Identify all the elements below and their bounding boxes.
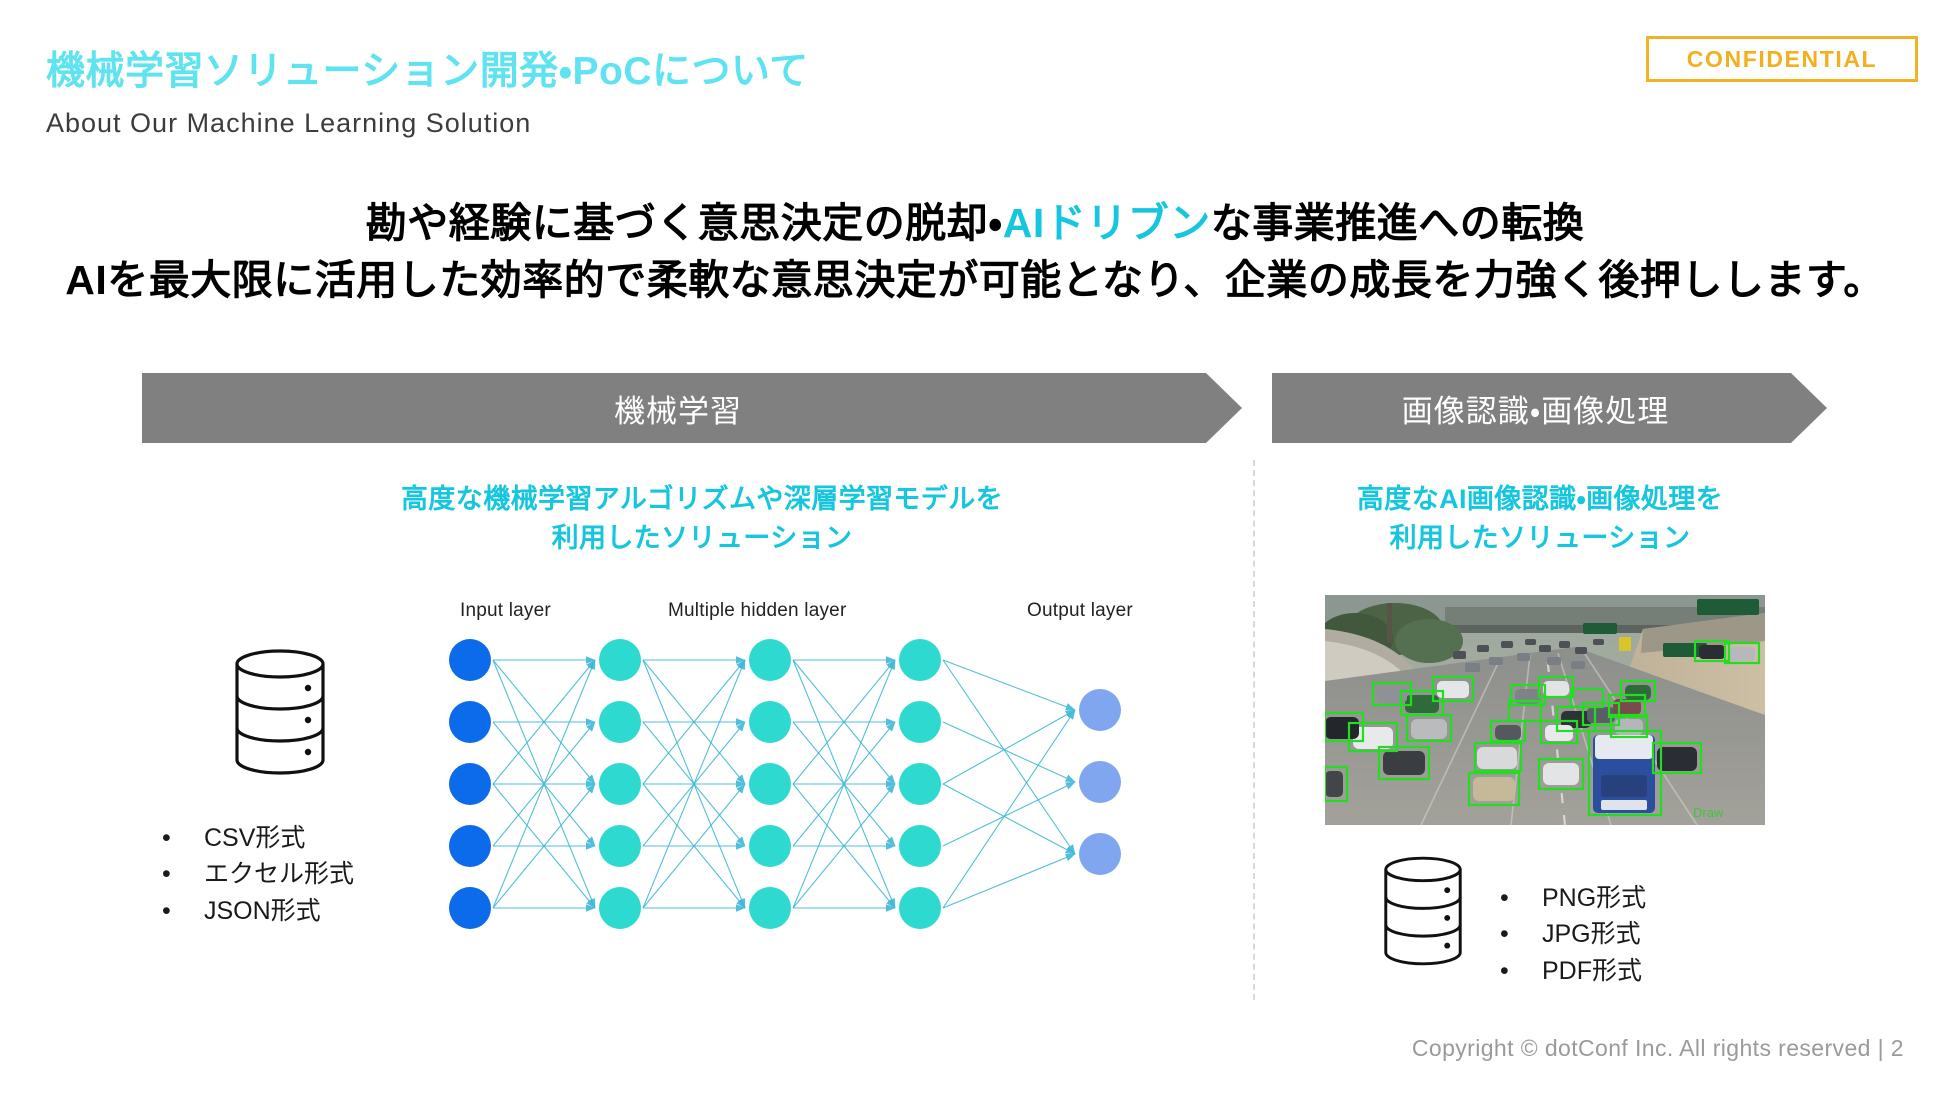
nn-node-hidden-2 <box>749 701 791 743</box>
nn-node-output <box>1079 761 1121 803</box>
nn-edge <box>942 783 1076 855</box>
list-item-label: CSV形式 <box>204 824 306 852</box>
nn-node-hidden-2 <box>749 887 791 929</box>
list-item-label: PNG形式 <box>1542 884 1647 912</box>
page-title: 機械学習ソリューション開発・PoCについて <box>46 50 809 93</box>
slide-header: 機械学習ソリューション開発・PoCについて About Our Machine … <box>0 0 1950 150</box>
traffic-scene-illustration: Draw <box>1325 595 1765 825</box>
nn-node-hidden-2 <box>749 825 791 867</box>
nn-node-hidden-3 <box>899 763 941 805</box>
nn-node-output <box>1079 689 1121 731</box>
footer-copyright: Copyright © dotConf Inc. All rights rese… <box>1411 1035 1904 1061</box>
nn-edges <box>492 656 1076 912</box>
nn-node-hidden-3 <box>899 825 941 867</box>
nn-node-hidden-1 <box>599 887 641 929</box>
nn-node-input <box>449 639 491 681</box>
nn-node-hidden-3 <box>899 887 941 929</box>
list-item: • エクセル形式 <box>162 856 354 892</box>
nn-node-hidden-3 <box>899 639 941 681</box>
heading-ml-line2: 利用したソリューション <box>551 523 853 554</box>
nn-edge <box>942 659 1076 855</box>
list-item: • PDF形式 <box>1500 953 1646 989</box>
nn-edge <box>492 783 596 909</box>
heading-cv-line2: 利用したソリューション <box>1389 523 1691 554</box>
list-item-label: JPG形式 <box>1542 920 1641 949</box>
nn-node-output <box>1079 833 1121 875</box>
list-item: • PNG形式 <box>1500 880 1646 916</box>
heading-cv-line1: 高度なAI画像認識・画像処理を <box>1356 484 1724 514</box>
headline-block: 勘や経験に基づく意思決定の脱却・AIドリブンな事業推進への転換 AIを最大限に活… <box>0 195 1950 308</box>
nn-edge <box>642 659 746 909</box>
bullet-icon: • <box>1500 956 1509 985</box>
bullet-icon: • <box>162 824 171 852</box>
nn-node-hidden-1 <box>599 825 641 867</box>
nn-edge <box>942 781 1076 847</box>
column-divider <box>1253 460 1255 1000</box>
nn-node-input <box>449 887 491 929</box>
database-icon-input-formats <box>228 648 332 781</box>
list-output-data-formats: • PNG形式 • JPG形式 • PDF形式 <box>1500 880 1646 989</box>
banner-machine-learning: 機械学習 <box>142 373 1242 443</box>
headline-line1-part1: 勘や経験に基づく意思決定の脱却・ <box>365 200 1003 246</box>
nn-edge <box>792 783 896 909</box>
list-item-label: PDF形式 <box>1542 956 1643 985</box>
nn-edge <box>642 659 746 785</box>
nn-edge <box>792 659 896 785</box>
list-input-data-formats: • CSV形式 • エクセル形式 • JSON形式 <box>162 820 354 929</box>
headline-line-2: AIを最大限に活用した効率的で柔軟な意思決定が可能となり、企業の成長を力強く後押… <box>65 256 1885 303</box>
nn-edge <box>942 709 1076 909</box>
headline-accent-ai-driven: AIドリブン <box>1002 200 1211 246</box>
nn-edge <box>492 659 596 785</box>
list-item: • CSV形式 <box>162 820 354 856</box>
banner-machine-learning-label: 機械学習 <box>614 393 742 429</box>
heading-image-recognition: 高度なAI画像認識・画像処理を 利用したソリューション <box>1280 480 1800 558</box>
nn-edge <box>792 659 896 909</box>
database-icon-output-formats <box>1378 855 1468 972</box>
nn-nodes <box>449 639 1121 929</box>
banner-image-recognition: 画像認識・画像処理 <box>1272 373 1827 443</box>
nn-node-hidden-1 <box>599 701 641 743</box>
detection-boxes <box>1325 639 1761 817</box>
headline-line1-part2: な事業推進への転換 <box>1210 200 1585 246</box>
nn-label-hidden-layer: Multiple hidden layer <box>668 600 847 621</box>
banner-image-recognition-label: 画像認識・画像処理 <box>1401 393 1670 429</box>
nn-edge <box>942 709 1076 785</box>
heading-ml-line1: 高度な機械学習アルゴリズムや深層学習モデルを <box>401 484 1003 514</box>
nn-node-hidden-2 <box>749 639 791 681</box>
nn-edge <box>942 721 1076 783</box>
traffic-object-detection-image: Draw <box>1325 595 1765 825</box>
nn-edge <box>942 853 1076 909</box>
nn-graph <box>449 639 1121 929</box>
nn-node-hidden-1 <box>599 763 641 805</box>
heading-machine-learning: 高度な機械学習アルゴリズムや深層学習モデルを 利用したソリューション <box>322 480 1082 558</box>
list-item: • JSON形式 <box>162 893 354 929</box>
headline-line-1: 勘や経験に基づく意思決定の脱却・AIドリブンな事業推進への転換 <box>0 195 1950 252</box>
nn-node-hidden-1 <box>599 639 641 681</box>
bullet-icon: • <box>1500 920 1509 949</box>
nn-node-hidden-3 <box>899 701 941 743</box>
bullet-icon: • <box>162 860 171 889</box>
nn-node-hidden-2 <box>749 763 791 805</box>
nn-node-input <box>449 701 491 743</box>
list-item: • JPG形式 <box>1500 916 1646 952</box>
nn-edge <box>942 659 1076 711</box>
nn-edge <box>492 659 596 909</box>
database-cylinder-icon <box>1384 856 1462 966</box>
svg-text:Draw: Draw <box>1693 805 1724 820</box>
confidential-label: CONFIDENTIAL <box>1686 45 1878 72</box>
list-item-label: エクセル形式 <box>204 860 355 889</box>
page-subtitle: About Our Machine Learning Solution <box>46 108 532 138</box>
neural-network-diagram: Input layer Multiple hidden layer Output… <box>440 600 1180 980</box>
confidential-badge: CONFIDENTIAL <box>1646 36 1918 82</box>
nn-node-input <box>449 825 491 867</box>
bullet-icon: • <box>162 896 171 925</box>
list-item-label: JSON形式 <box>204 896 321 925</box>
nn-edge <box>642 783 746 909</box>
nn-node-input <box>449 763 491 805</box>
database-cylinder-icon <box>235 649 325 775</box>
bullet-icon: • <box>1500 884 1509 912</box>
nn-label-input-layer: Input layer <box>460 600 551 621</box>
nn-label-output-layer: Output layer <box>1027 600 1133 621</box>
